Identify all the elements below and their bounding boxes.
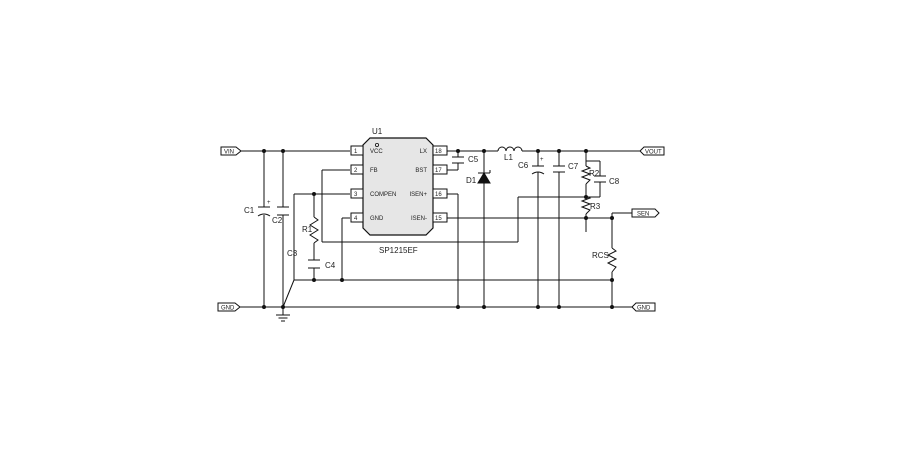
- diode-d1: D1: [466, 170, 491, 185]
- port-gnd-right: GND: [631, 302, 656, 312]
- resistor-r1: R1: [302, 216, 319, 244]
- pin-name-isen-minus: ISEN-: [411, 216, 427, 222]
- resistor-r3: R3: [580, 195, 601, 215]
- pin-name-isen-plus: ISEN+: [409, 192, 427, 198]
- pin-name-gnd: GND: [370, 216, 384, 222]
- c1-label: C1: [244, 206, 255, 215]
- capacitor-c5: C5: [452, 155, 479, 164]
- c2-label: C2: [272, 216, 283, 225]
- c3-label: C3: [287, 249, 298, 258]
- capacitor-c7: C7: [553, 162, 579, 173]
- port-vin-label: VIN: [224, 150, 234, 156]
- pin-num-1: 1: [354, 149, 358, 155]
- capacitor-c2: C2: [272, 206, 289, 225]
- capacitor-c3: C3: [287, 249, 298, 258]
- resistor-rcs: RCS: [592, 247, 618, 273]
- pin-name-lx: LX: [420, 149, 427, 155]
- port-vout: VOUT: [639, 146, 665, 156]
- port-vout-label: VOUT: [645, 150, 662, 156]
- pin-num-16: 16: [435, 192, 442, 198]
- ground-symbol: [276, 314, 290, 322]
- pin-name-compen: COMPEN: [370, 192, 396, 198]
- pin-num-2: 2: [354, 168, 358, 174]
- c6-plus-sign: +: [540, 157, 544, 163]
- pin-num-17: 17: [435, 168, 442, 174]
- r3-label: R3: [590, 202, 601, 211]
- port-gnd-right-label: GND: [637, 306, 651, 312]
- capacitor-c6: + C6: [518, 157, 545, 175]
- junction-dots: [262, 149, 614, 309]
- c5-label: C5: [468, 155, 479, 164]
- capacitor-c4: C4: [308, 259, 336, 270]
- pin-num-4: 4: [354, 216, 358, 222]
- l1-label: L1: [504, 153, 513, 162]
- ic-ref-label: U1: [372, 127, 383, 136]
- port-gnd-left-label: GND: [221, 306, 235, 312]
- c1-plus-sign: +: [267, 200, 271, 206]
- wires: [240, 150, 640, 315]
- pin-num-18: 18: [435, 149, 442, 155]
- resistor-r2: R2: [580, 165, 600, 185]
- port-gnd-left: GND: [217, 302, 241, 312]
- d1-label: D1: [466, 176, 477, 185]
- pin-name-vcc: VCC: [370, 149, 383, 155]
- pin-name-bst: BST: [415, 168, 427, 174]
- ic-u1: U1 SP1215EF 1 2 3 4 VCC FB COMPEN GND 18…: [350, 127, 448, 255]
- pin-num-15: 15: [435, 216, 442, 222]
- c8-label: C8: [609, 177, 620, 186]
- rcs-label: RCS: [592, 251, 609, 260]
- port-vin: VIN: [220, 146, 242, 156]
- inductor-l1: L1: [497, 146, 523, 162]
- c6-label: C6: [518, 161, 529, 170]
- ic-part-label: SP1215EF: [379, 246, 418, 255]
- pin-num-3: 3: [354, 192, 358, 198]
- capacitor-c1: + C1: [244, 200, 271, 217]
- r2-label: R2: [589, 169, 600, 178]
- pin-name-fb: FB: [370, 168, 378, 174]
- capacitor-c8: C8: [594, 175, 620, 186]
- r1-label: R1: [302, 225, 313, 234]
- c4-label: C4: [325, 261, 336, 270]
- port-sen-label: SEN: [637, 212, 649, 218]
- port-sen: SEN: [631, 208, 660, 218]
- c7-label: C7: [568, 162, 579, 171]
